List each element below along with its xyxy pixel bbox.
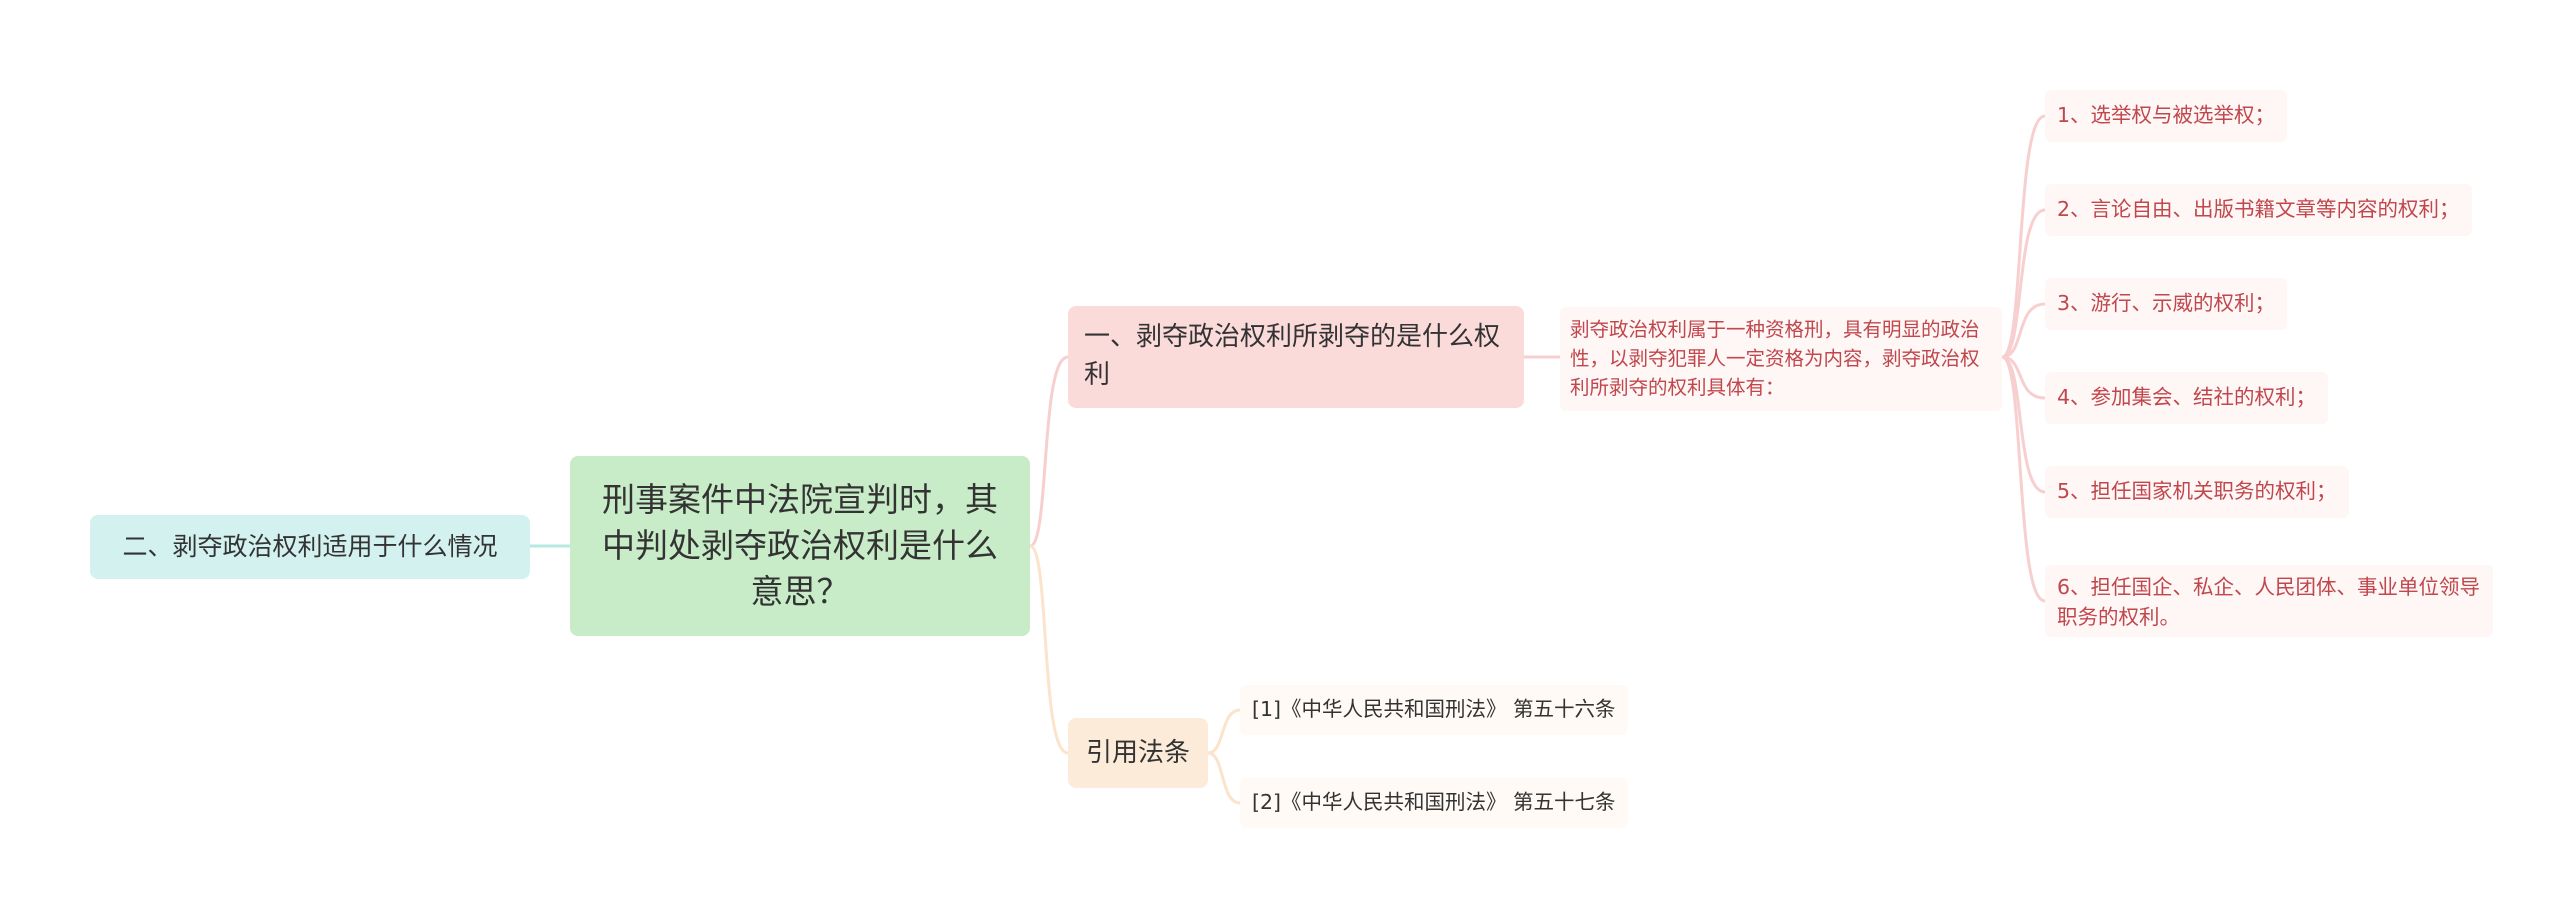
link-desc-item-5 <box>2001 355 2046 494</box>
right-item-3[interactable]: 3、游行、示威的权利； <box>2045 278 2288 330</box>
right-item-1-text: 1、选举权与被选举权； <box>2057 103 2276 127</box>
desc-item-links <box>2001 114 2046 603</box>
rights-description[interactable]: 剥夺政治权利属于一种资格刑，具有明显的政治性，以剥夺犯罪人一定资格为内容，剥夺政… <box>1560 307 2002 411</box>
link-desc-item-2 <box>2001 208 2046 359</box>
link-desc-item-1 <box>2001 114 2046 359</box>
right-item-4-text: 4、参加集会、结社的权利； <box>2057 385 2317 409</box>
topic-cited-laws-text: 引用法条 <box>1085 738 1190 768</box>
right-item-6[interactable]: 6、担任国企、私企、人民团体、事业单位领导职务的权利。 <box>2045 565 2493 637</box>
topic-rights-deprived[interactable]: 一、剥夺政治权利所剥夺的是什么权利 <box>1068 306 1524 408</box>
topic-rights-deprived-text: 一、剥夺政治权利所剥夺的是什么权利 <box>1084 322 1501 390</box>
right-item-2-text: 2、言论自由、出版书籍文章等内容的权利； <box>2057 197 2460 221</box>
link-topic2-ref-2 <box>1207 751 1241 805</box>
root-topic[interactable]: 刑事案件中法院宣判时，其中判处剥夺政治权利是什么意思？ <box>570 456 1030 636</box>
link-desc-item-6 <box>2001 355 2046 603</box>
right-item-1[interactable]: 1、选举权与被选举权； <box>2045 90 2288 142</box>
right-item-4[interactable]: 4、参加集会、结社的权利； <box>2045 372 2329 424</box>
topic-applicable-situations[interactable]: 二、剥夺政治权利适用于什么情况 <box>90 515 530 579</box>
topic-cited-laws[interactable]: 引用法条 <box>1068 718 1208 788</box>
link-root-topic2 <box>1029 544 1069 755</box>
topic2-ref-links <box>1207 708 1241 805</box>
right-item-5-text: 5、担任国家机关职务的权利； <box>2057 479 2337 503</box>
right-item-6-text: 6、担任国企、私企、人民团体、事业单位领导职务的权利。 <box>2057 575 2481 629</box>
law-ref-2[interactable]: [2]《中华人民共和国刑法》 第五十七条 <box>1240 778 1628 828</box>
link-desc-item-3 <box>2001 302 2046 359</box>
right-item-5[interactable]: 5、担任国家机关职务的权利； <box>2045 466 2349 518</box>
link-topic2-ref-1 <box>1207 708 1241 755</box>
link-root-topic1 <box>1029 355 1069 548</box>
right-item-2[interactable]: 2、言论自由、出版书籍文章等内容的权利； <box>2045 184 2472 236</box>
root-topic-text: 刑事案件中法院宣判时，其中判处剥夺政治权利是什么意思？ <box>602 480 998 611</box>
rights-description-text: 剥夺政治权利属于一种资格刑，具有明显的政治性，以剥夺犯罪人一定资格为内容，剥夺政… <box>1570 318 1980 399</box>
law-ref-2-text: [2]《中华人民共和国刑法》 第五十七条 <box>1252 790 1616 814</box>
law-ref-1[interactable]: [1]《中华人民共和国刑法》 第五十六条 <box>1240 685 1628 735</box>
topic-applicable-situations-text: 二、剥夺政治权利适用于什么情况 <box>122 532 498 561</box>
right-item-3-text: 3、游行、示威的权利； <box>2057 291 2276 315</box>
link-desc-item-4 <box>2001 355 2046 400</box>
law-ref-1-text: [1]《中华人民共和国刑法》 第五十六条 <box>1252 697 1616 721</box>
